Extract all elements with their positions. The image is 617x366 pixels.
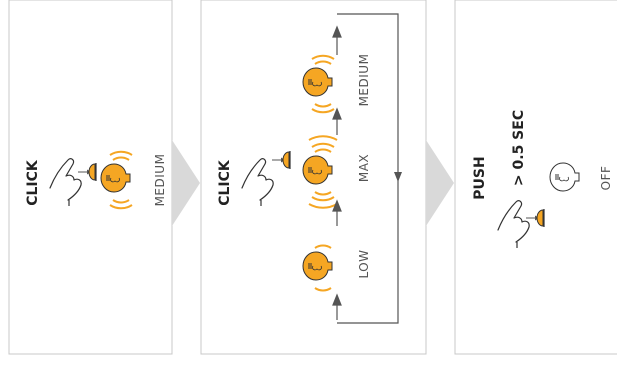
arrow-down-icon: [394, 172, 402, 182]
level-label-max: MAX: [357, 154, 371, 182]
panel-1-action-label: CLICK: [25, 159, 41, 206]
arrow-up-icon: [332, 25, 342, 55]
panel-3-action-label: PUSH: [472, 156, 488, 199]
arrow-up-icon: [332, 199, 342, 226]
panel-3-duration-label: > 0.5 SEC: [511, 110, 527, 186]
arrow-up-icon: [332, 293, 342, 320]
cycle-loop-line: [337, 13, 399, 324]
level-label-medium: MEDIUM: [357, 54, 371, 107]
chevron-right-icon: [172, 140, 200, 226]
chevron-right-icon: [426, 140, 454, 226]
bulb-on-icon: [302, 244, 333, 292]
panel-1-result-label: MEDIUM: [153, 154, 167, 207]
level-label-low: LOW: [357, 249, 371, 278]
arrow-up-icon: [332, 107, 342, 135]
panel-2-action-label: CLICK: [217, 159, 233, 206]
panel-3-result-label: OFF: [599, 166, 613, 191]
panel-3: [454, 0, 617, 355]
